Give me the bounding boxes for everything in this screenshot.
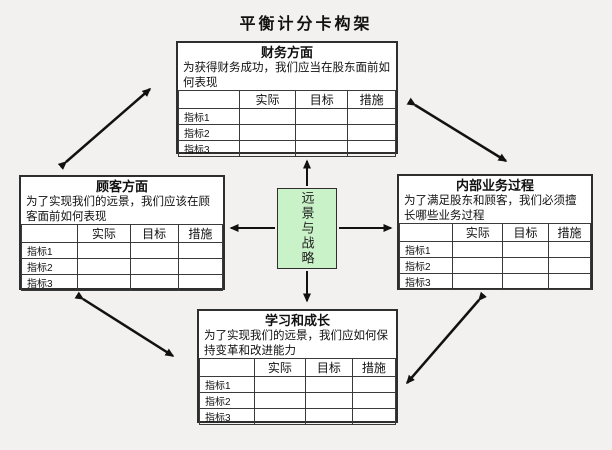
table-cell: [304, 376, 353, 393]
customer-table: 实际 目标 措施 指标1 指标2 指标3: [20, 224, 224, 291]
row-label-indicator-3: 指标3: [20, 274, 79, 291]
table-cell: [77, 258, 131, 275]
table-cell: [295, 140, 349, 157]
row-label-indicator-3: 指标3: [199, 408, 255, 425]
table-cell: [304, 408, 353, 425]
table-cell: [547, 241, 592, 258]
financial-panel: 财务方面 为获得财务成功，我们应当在股东面前如何表现 实际 目标 措施 指标1 …: [176, 41, 398, 157]
arrow-financial-internal: [406, 97, 508, 163]
learning-growth-title: 学习和成长: [264, 313, 330, 328]
learning-growth-table: 实际 目标 措施 指标1 指标2 指标3: [199, 358, 397, 425]
table-cell: [351, 392, 397, 409]
arrow-customer-financial: [57, 88, 152, 170]
table-cell: [129, 274, 179, 291]
table-cell: [129, 258, 179, 275]
vision-strategy-label: 远景与战略: [299, 191, 315, 266]
column-header-actual: 实际: [253, 358, 306, 377]
table-cell: [77, 242, 131, 259]
learning-growth-subtitle: 为了实现我们的远景，我们应如何保持变革和改进能力: [204, 330, 388, 357]
table-cell: [347, 140, 396, 157]
table-cell: [452, 273, 504, 290]
table-cell: [238, 124, 297, 141]
row-label-indicator-3: 指标3: [178, 140, 240, 157]
table-cell: [177, 274, 224, 291]
table-cell: [502, 273, 549, 290]
internal-process-title: 内部业务过程: [455, 178, 534, 193]
column-header-actual: 实际: [77, 224, 131, 243]
row-label-indicator-1: 指标1: [178, 108, 240, 125]
corner-cell: [199, 358, 255, 377]
table-cell: [452, 241, 504, 258]
row-label-indicator-1: 指标1: [398, 241, 454, 258]
table-cell: [253, 408, 306, 425]
customer-subtitle: 为了实现我们的远景，我们应该在顾客面前如何表现: [26, 196, 210, 223]
arrow-internal-learning: [406, 291, 487, 385]
column-header-target: 目标: [304, 358, 353, 377]
column-header-measure: 措施: [177, 224, 224, 243]
page-title: 平衡计分卡构架: [239, 16, 373, 33]
customer-panel: 顾客方面 为了实现我们的远景，我们应该在顾客面前如何表现 实际 目标 措施 指标…: [19, 175, 225, 291]
column-header-measure: 措施: [347, 90, 396, 109]
column-header-target: 目标: [129, 224, 179, 243]
table-cell: [502, 241, 549, 258]
column-header-target: 目标: [295, 90, 349, 109]
table-cell: [295, 124, 349, 141]
internal-process-panel: 内部业务过程 为了满足股东和顾客，我们必须擅长哪些业务过程 实际 目标 措施 指…: [397, 174, 593, 290]
row-label-indicator-1: 指标1: [199, 376, 255, 393]
column-header-actual: 实际: [452, 223, 504, 242]
vision-strategy-box: 远景与战略: [277, 188, 337, 269]
row-label-indicator-2: 指标2: [398, 257, 454, 274]
arrow-customer-learning: [74, 291, 175, 358]
table-cell: [238, 140, 297, 157]
table-cell: [177, 242, 224, 259]
corner-cell: [20, 224, 79, 243]
financial-table: 实际 目标 措施 指标1 指标2 指标3: [178, 90, 396, 157]
table-cell: [77, 274, 131, 291]
table-cell: [304, 392, 353, 409]
table-cell: [253, 376, 306, 393]
table-cell: [547, 257, 592, 274]
internal-process-subtitle: 为了满足股东和顾客，我们必须擅长哪些业务过程: [404, 195, 577, 222]
row-label-indicator-1: 指标1: [20, 242, 79, 259]
corner-cell: [178, 90, 240, 109]
table-cell: [347, 124, 396, 141]
internal-process-table: 实际 目标 措施 指标1 指标2 指标3: [398, 223, 592, 290]
table-cell: [238, 108, 297, 125]
learning-growth-panel: 学习和成长 为了实现我们的远景，我们应如何保持变革和改进能力 实际 目标 措施 …: [197, 309, 398, 425]
column-header-measure: 措施: [547, 223, 592, 242]
row-label-indicator-2: 指标2: [178, 124, 240, 141]
table-cell: [177, 258, 224, 275]
customer-title: 顾客方面: [95, 179, 148, 194]
table-cell: [502, 257, 549, 274]
table-cell: [452, 257, 504, 274]
financial-subtitle: 为获得财务成功，我们应当在股东面前如何表现: [183, 62, 390, 89]
table-cell: [253, 392, 306, 409]
row-label-indicator-3: 指标3: [398, 273, 454, 290]
row-label-indicator-2: 指标2: [20, 258, 79, 275]
financial-title: 财务方面: [260, 45, 313, 60]
row-label-indicator-2: 指标2: [199, 392, 255, 409]
table-cell: [129, 242, 179, 259]
corner-cell: [398, 223, 454, 242]
table-cell: [351, 376, 397, 393]
table-cell: [347, 108, 396, 125]
column-header-measure: 措施: [351, 358, 397, 377]
table-cell: [547, 273, 592, 290]
column-header-target: 目标: [502, 223, 549, 242]
table-cell: [351, 408, 397, 425]
column-header-actual: 实际: [238, 90, 297, 109]
table-cell: [295, 108, 349, 125]
